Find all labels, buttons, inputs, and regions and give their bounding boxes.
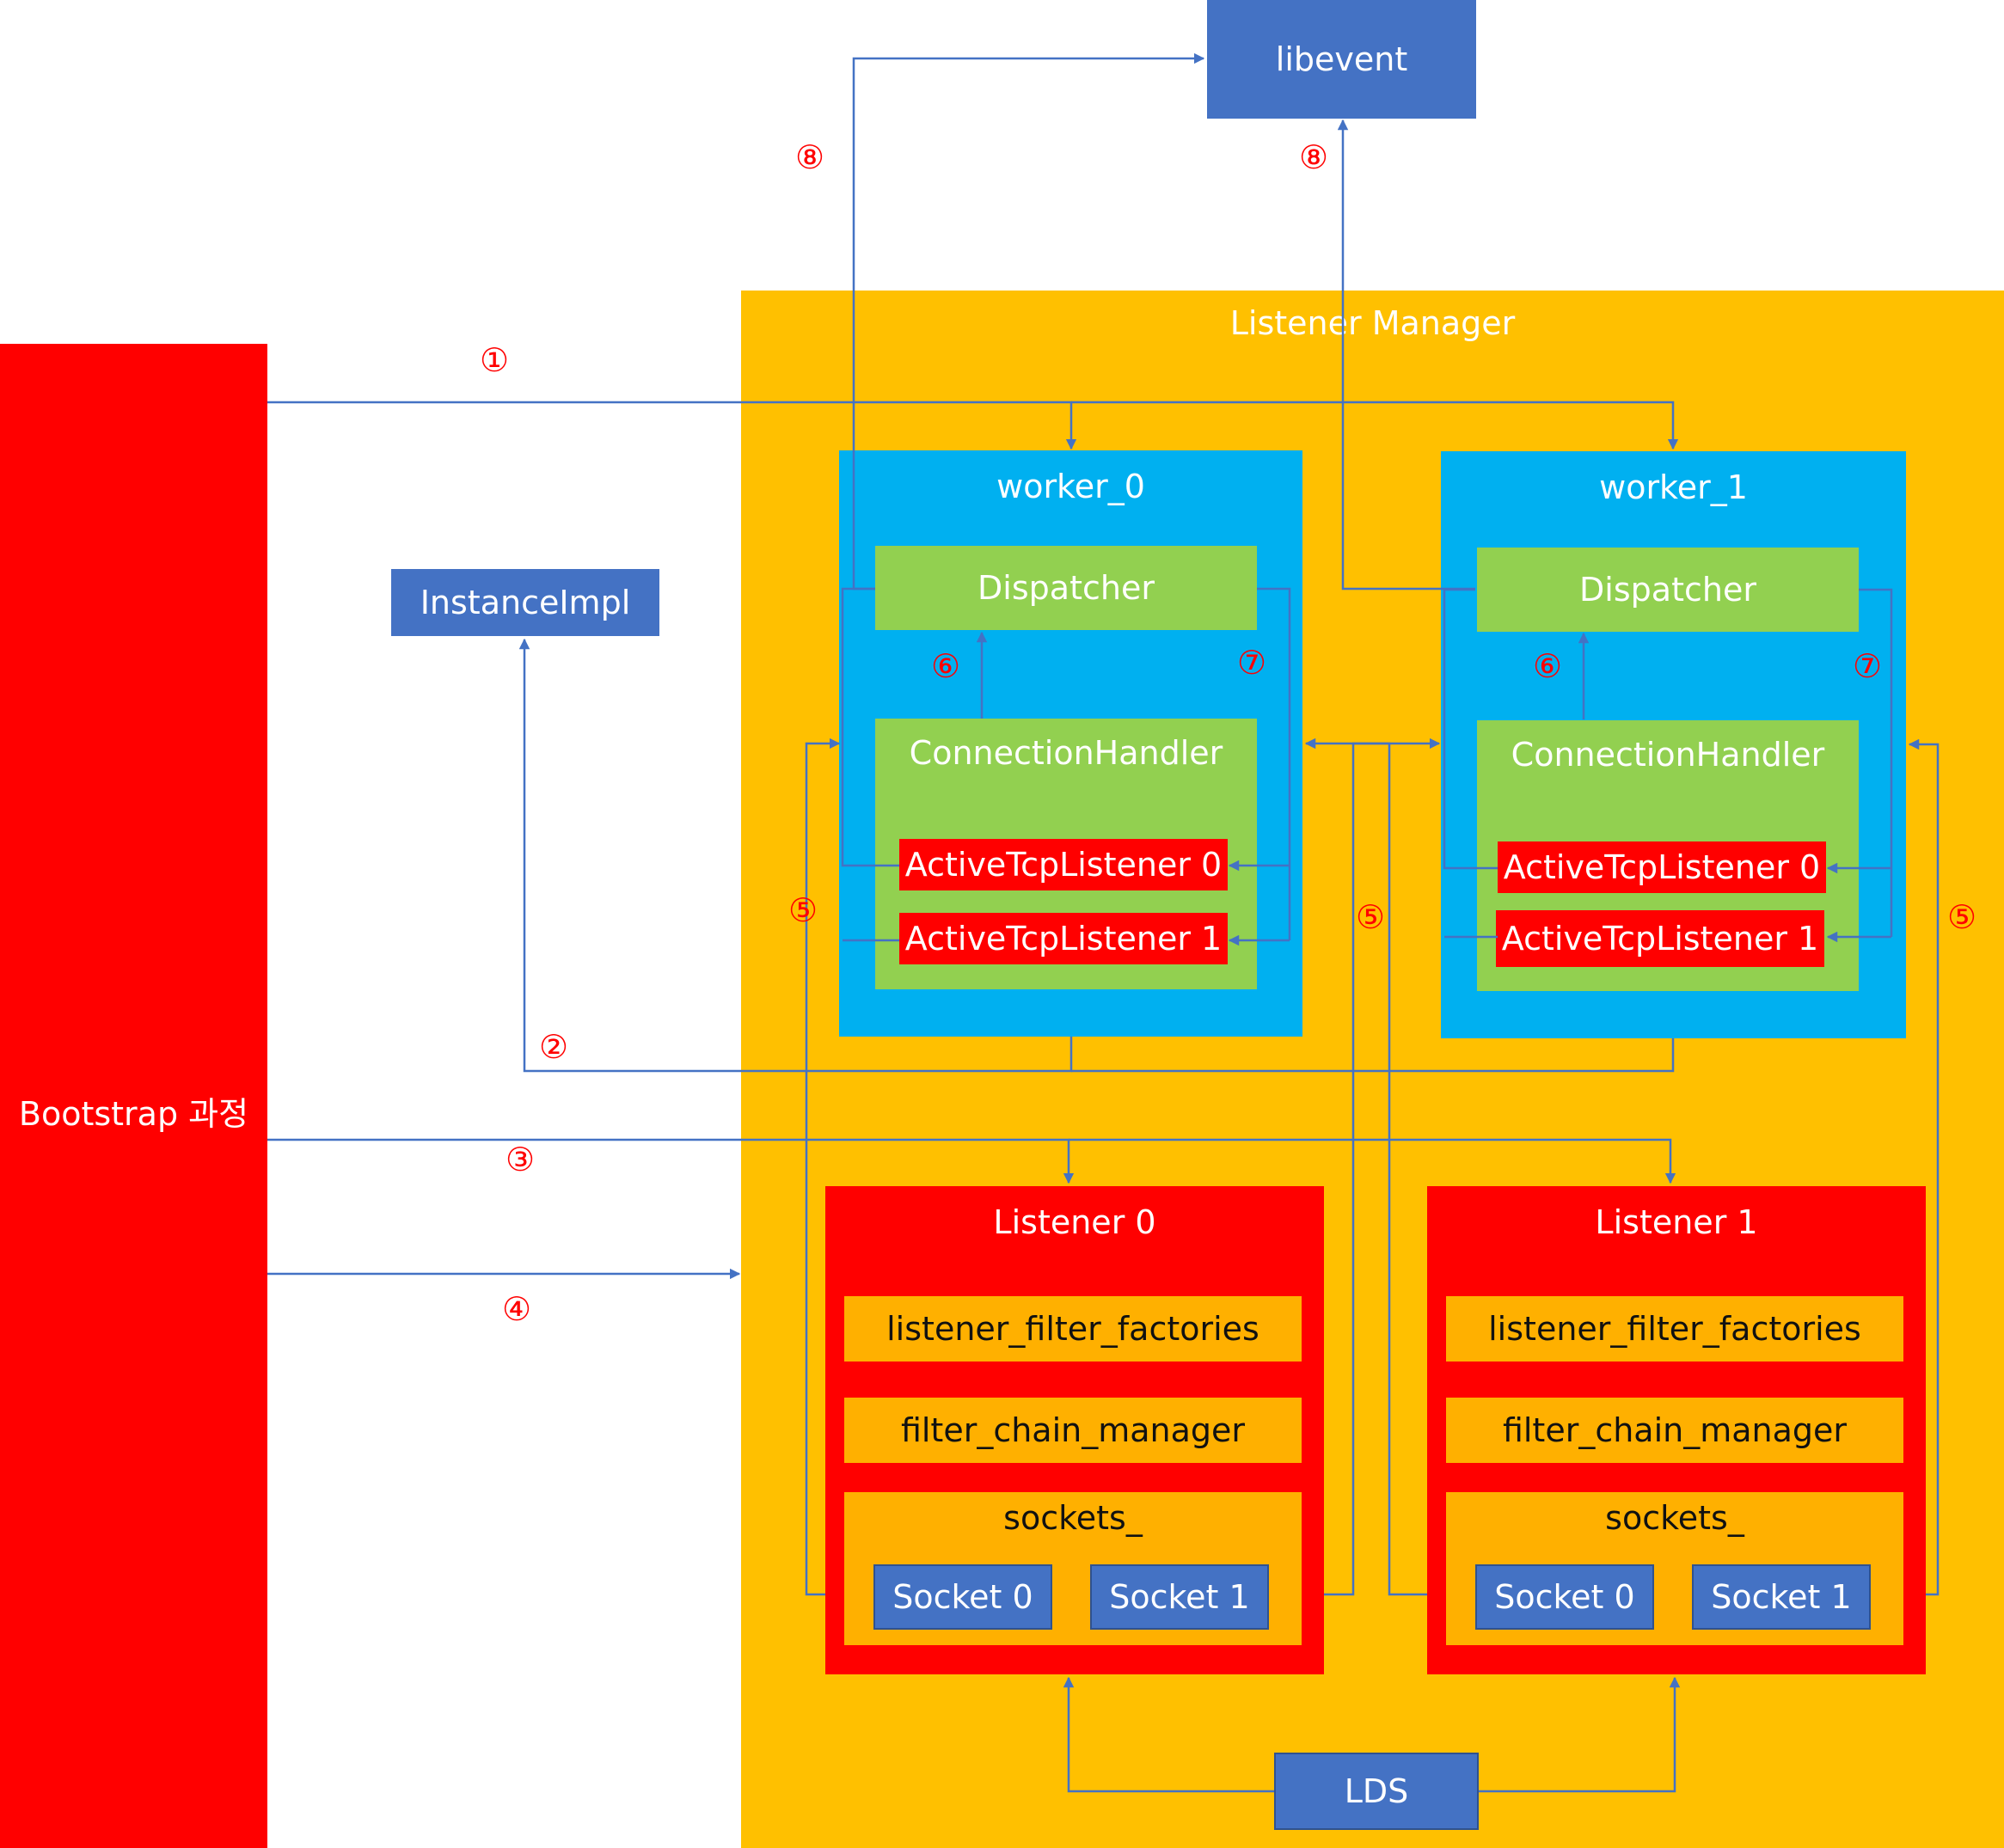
step-6-marker: ⑥: [1533, 647, 1563, 685]
sockets-container: sockets_ Socket 0 Socket 1: [844, 1492, 1302, 1645]
filter-chain-manager: filter_chain_manager: [1446, 1398, 1903, 1463]
step-8-marker: ⑧: [795, 138, 825, 176]
arrow-step5-l1-right: [1908, 738, 1940, 1596]
step-1-marker: ①: [480, 341, 510, 379]
connection-handler-box: ConnectionHandler ActiveTcpListener 0 Ac…: [875, 719, 1257, 989]
listener-1: Listener 1 listener_filter_factories fil…: [1427, 1186, 1926, 1674]
arrow-step2: [518, 638, 1073, 1073]
connection-handler-label: ConnectionHandler: [1511, 736, 1825, 774]
step-7-marker: ⑦: [1237, 644, 1267, 682]
bootstrap-label: Bootstrap 과정: [18, 1095, 249, 1133]
bootstrap-process: Bootstrap 과정: [0, 344, 267, 1848]
worker-0: worker_0 Dispatcher ConnectionHandler Ac…: [839, 450, 1302, 1037]
arrow-step5-l0-right: [1324, 737, 1441, 1596]
arrow-step3-listener0: [267, 1138, 1075, 1184]
socket-1: Socket 1: [1090, 1564, 1269, 1630]
line-step7-worker0: [1257, 587, 1291, 940]
listener-manager-label: Listener Manager: [1229, 304, 1516, 342]
dispatcher-box: Dispatcher: [1477, 548, 1859, 632]
dispatcher-box: Dispatcher: [875, 546, 1257, 630]
active-tcp-listener-0: ActiveTcpListener 0: [1498, 841, 1826, 893]
line-w1-left-bracket: [1443, 588, 1498, 870]
step-8-marker: ⑧: [1299, 138, 1329, 176]
line-step2-worker1: [1071, 1038, 1675, 1073]
step-5-marker: ⑤: [1947, 898, 1977, 936]
instance-impl-box: InstanceImpl: [391, 569, 659, 636]
socket-0: Socket 0: [1475, 1564, 1654, 1630]
arrow-step8-left: [852, 52, 1205, 591]
socket-0: Socket 0: [873, 1564, 1052, 1630]
arrow-step5-l1-left: [1304, 737, 1427, 1596]
arrow-step5-l0-left: [805, 737, 841, 1596]
sockets-label: sockets_: [1003, 1499, 1143, 1537]
arrow-step1-worker1: [1071, 401, 1679, 450]
arrow-lds-listener0: [1063, 1676, 1274, 1793]
step-2-marker: ②: [539, 1028, 569, 1066]
listener-title: Listener 0: [993, 1203, 1156, 1241]
active-tcp-listener-1: ActiveTcpListener 1: [1496, 910, 1824, 967]
active-tcp-listener-1: ActiveTcpListener 1: [899, 913, 1228, 964]
filter-chain-manager: filter_chain_manager: [844, 1398, 1302, 1463]
arrow-step8-right: [1337, 119, 1475, 591]
step-4-marker: ④: [502, 1290, 532, 1328]
listener-filter-factories: listener_filter_factories: [1446, 1296, 1903, 1362]
connection-handler-label: ConnectionHandler: [909, 734, 1223, 772]
libevent-box: libevent: [1207, 0, 1476, 119]
arrow-lds-listener1: [1479, 1676, 1681, 1793]
listener-filter-factories: listener_filter_factories: [844, 1296, 1302, 1362]
worker-title: worker_0: [996, 468, 1145, 505]
listener-title: Listener 1: [1595, 1203, 1758, 1241]
step-5-marker: ⑤: [788, 891, 818, 929]
arrow-step3-listener1: [1069, 1138, 1676, 1184]
step-3-marker: ③: [506, 1141, 536, 1178]
step-7-marker: ⑦: [1853, 647, 1883, 685]
line-step7-worker1: [1859, 588, 1893, 937]
socket-1: Socket 1: [1692, 1564, 1871, 1630]
lds-box: LDS: [1274, 1753, 1479, 1830]
active-tcp-listener-0: ActiveTcpListener 0: [899, 839, 1228, 890]
listener-0: Listener 0 listener_filter_factories fil…: [825, 1186, 1324, 1674]
sockets-label: sockets_: [1605, 1499, 1744, 1537]
step-5-marker: ⑤: [1356, 898, 1386, 936]
line-w0-left-bracket: [841, 587, 899, 867]
arrow-step1-worker0: [267, 401, 1077, 450]
sockets-container: sockets_ Socket 0 Socket 1: [1446, 1492, 1903, 1645]
worker-title: worker_1: [1599, 468, 1748, 506]
step-6-marker: ⑥: [931, 647, 961, 685]
connection-handler-box: ConnectionHandler ActiveTcpListener 0 Ac…: [1477, 720, 1859, 991]
